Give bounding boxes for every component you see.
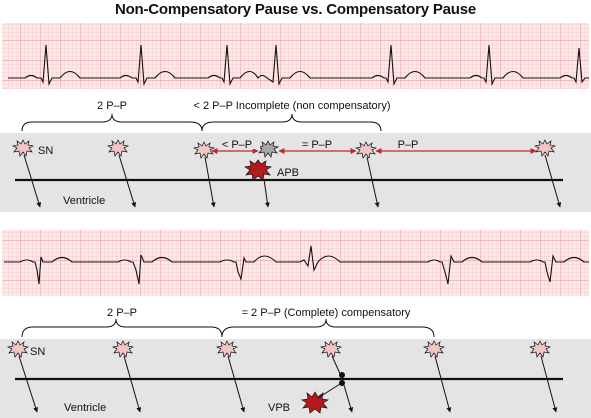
brace-bottom-right-label: = 2 P–P (Complete) compensatory <box>242 307 411 319</box>
sinus-node-burst-icon <box>11 139 35 157</box>
ecg-strip-bottom <box>2 230 589 296</box>
sinus-node-burst-icon <box>533 139 557 157</box>
sinus-node-burst-icon <box>111 340 135 358</box>
apb-ectopic-burst-icon <box>244 159 272 181</box>
sinus-node-burst-icon <box>215 340 239 358</box>
sinus-node-burst-icon <box>422 340 446 358</box>
interval-label-equal: = P–P <box>302 139 332 151</box>
sn-label-top: SN <box>38 145 53 157</box>
sn-label-bottom: SN <box>30 346 45 358</box>
sinus-node-burst-icon <box>319 340 343 358</box>
brace-bottom-right <box>221 318 435 338</box>
collision-dot <box>339 380 345 386</box>
brace-bottom-left <box>21 318 223 338</box>
page-title: Non-Compensatory Pause vs. Compensatory … <box>114 1 477 18</box>
ventricle-label-top: Ventricle <box>63 195 105 207</box>
interval-label-normal: P–P <box>398 139 419 151</box>
vpb-label: VPB <box>268 402 290 414</box>
top-panel <box>0 133 591 212</box>
apb-label: APB <box>277 167 299 179</box>
brace-top-left <box>21 113 203 132</box>
apb-burst-icon <box>256 140 280 158</box>
sinus-node-burst-icon <box>106 139 130 157</box>
vpb-burst-icon <box>301 391 329 414</box>
brace-top-right-label: < 2 P–P Incomplete (non compensatory) <box>194 100 391 112</box>
brace-top-right <box>201 113 382 132</box>
sinus-node-burst-icon <box>192 141 216 159</box>
brace-bottom-left-label: 2 P–P <box>107 307 137 319</box>
ventricle-label-bottom: Ventricle <box>64 402 106 414</box>
ecg-strip-top <box>2 23 589 89</box>
sinus-node-burst-icon <box>354 141 378 159</box>
sinus-node-burst-icon <box>528 340 552 358</box>
interval-label-short: < P–P <box>222 139 252 151</box>
brace-top-left-label: 2 P–P <box>97 100 127 112</box>
collision-dot <box>339 372 345 378</box>
sinus-node-burst-icon <box>6 340 30 358</box>
